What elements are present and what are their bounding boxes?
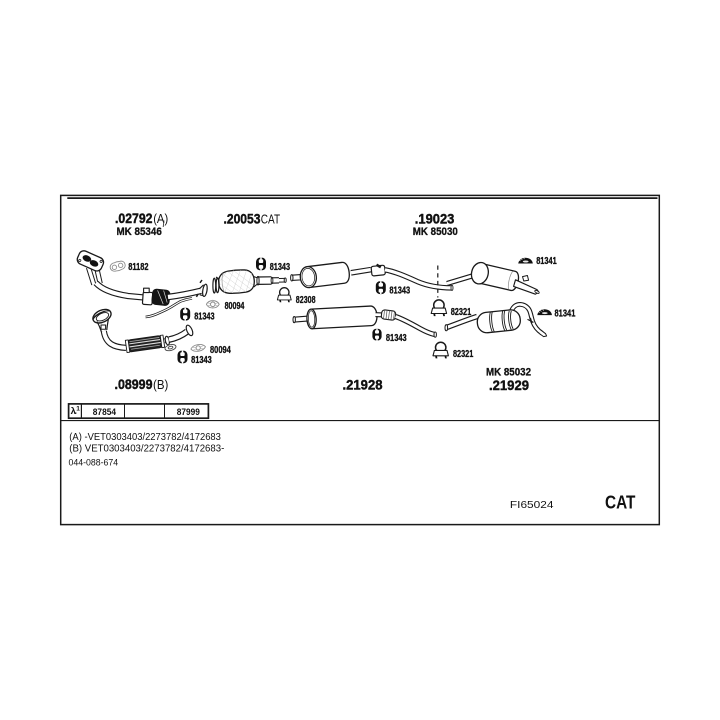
svg-text:(A) -VET0303403/2273782/417268: (A) -VET0303403/2273782/4172683	[69, 432, 221, 443]
svg-text:.08999: .08999	[115, 377, 153, 393]
svg-text:81343: 81343	[270, 262, 291, 273]
svg-text:.21929: .21929	[489, 378, 529, 394]
svg-text:CAT: CAT	[261, 212, 281, 226]
svg-text:.20053: .20053	[224, 211, 261, 227]
svg-text:87999: 87999	[177, 406, 200, 417]
svg-text:MK 85030: MK 85030	[413, 226, 458, 238]
svg-text:81341: 81341	[555, 309, 576, 320]
svg-text:MK 85032: MK 85032	[486, 366, 531, 378]
svg-text:1: 1	[76, 405, 80, 412]
svg-text:CAT: CAT	[605, 493, 635, 513]
svg-text:81182: 81182	[128, 262, 149, 273]
svg-text:81343: 81343	[191, 355, 212, 366]
svg-text:81343: 81343	[389, 285, 410, 296]
svg-text:81343: 81343	[386, 333, 407, 344]
svg-text:(B) VET0303403/2273782/417268: (B) VET0303403/2273782/4172683-	[69, 444, 224, 455]
svg-text:.21928: .21928	[343, 377, 383, 393]
svg-text:81343: 81343	[194, 311, 215, 322]
svg-text:82308: 82308	[296, 295, 316, 306]
svg-text:.19023: .19023	[415, 212, 455, 228]
svg-text:.02792: .02792	[115, 211, 153, 227]
svg-text:82321: 82321	[451, 307, 472, 318]
svg-text:87854: 87854	[93, 406, 117, 417]
svg-text:FI65024: FI65024	[510, 500, 554, 511]
svg-text:λ: λ	[71, 406, 77, 417]
svg-text:(B): (B)	[153, 377, 168, 392]
svg-text:80094: 80094	[225, 301, 245, 312]
svg-text:80094: 80094	[210, 345, 231, 356]
svg-text:(A): (A)	[153, 211, 168, 226]
svg-text:81341: 81341	[536, 256, 557, 267]
svg-text:044-088-674: 044-088-674	[69, 456, 119, 467]
svg-text:MK 85346: MK 85346	[117, 226, 162, 238]
svg-text:82321: 82321	[453, 349, 474, 360]
